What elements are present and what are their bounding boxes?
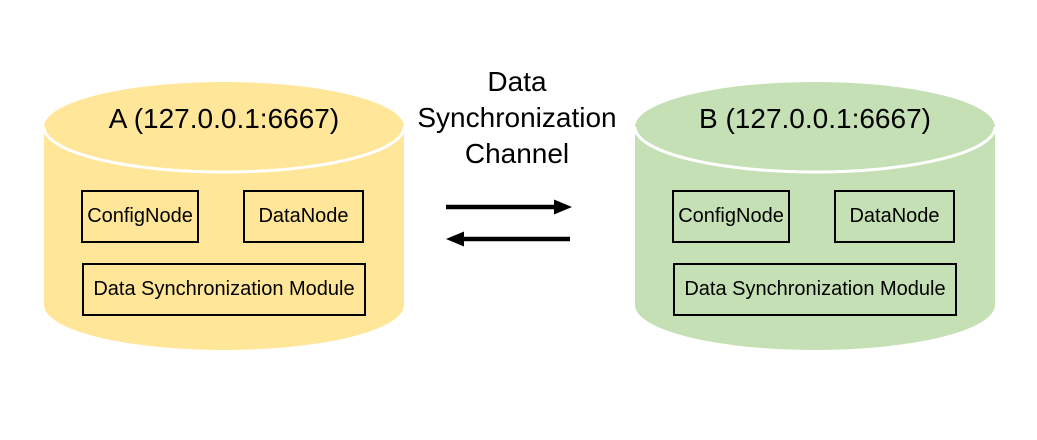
datanode-label-a: DataNode [258,205,349,227]
datanode-box-a: DataNode [243,190,364,243]
channel-label-line-3: Channel [464,138,570,169]
arrow-left-icon [446,231,570,247]
cylinder-b-top-seam [635,126,995,174]
database-cylinder-b: B (127.0.0.1:6667) ConfigNode DataNode D… [635,82,995,350]
channel-label-line-1: Data [487,66,547,97]
sync-module-label-b: Data Synchronization Module [684,278,946,300]
confignode-label-b: ConfigNode [678,205,784,227]
cylinder-b-body [635,82,995,350]
cylinder-a-top-seam [44,126,404,174]
cylinder-b-shape [635,82,995,350]
channel-label: Data Synchronization Channel [397,64,637,172]
channel-label-line-2: Synchronization [417,102,617,133]
datanode-label-b: DataNode [849,205,940,227]
cylinder-b-title: B (127.0.0.1:6667) [699,103,931,134]
confignode-label-a: ConfigNode [87,205,193,227]
cylinder-a-shape [44,82,404,350]
datanode-box-b: DataNode [834,190,955,243]
arrow-right-icon [446,199,572,215]
sync-module-box-b: Data Synchronization Module [673,263,957,316]
sync-module-label-a: Data Synchronization Module [93,278,355,300]
cylinder-a-body [44,82,404,350]
database-cylinder-a: A (127.0.0.1:6667) ConfigNode DataNode D… [44,82,404,350]
confignode-box-a: ConfigNode [81,190,199,243]
sync-arrows [446,199,572,247]
sync-module-box-a: Data Synchronization Module [82,263,366,316]
confignode-box-b: ConfigNode [672,190,790,243]
cylinder-a-title: A (127.0.0.1:6667) [108,103,340,134]
